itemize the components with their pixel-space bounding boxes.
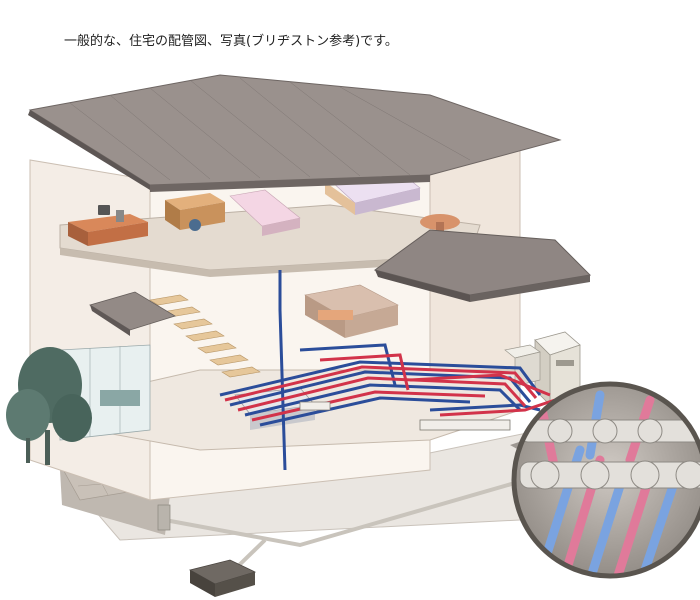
tree-icon (6, 347, 92, 465)
staircase (149, 294, 261, 378)
magnified-pipe-photo (511, 381, 700, 579)
upstairs-desk-left (68, 205, 148, 246)
cold-water-pipes (219, 270, 542, 471)
main-roof (28, 74, 562, 192)
living-sofa (304, 284, 399, 338)
drain-box-icon (188, 559, 257, 597)
pipe-manifold-icon (299, 401, 511, 431)
hot-water-pipes (224, 353, 556, 422)
upstairs-bed-small (229, 189, 301, 236)
caption: 一般的な、住宅の配管図、写真(ブリヂストン参考)です。 (64, 34, 398, 49)
meter-post-icon (157, 504, 171, 531)
upstairs-desk-middle (165, 193, 225, 231)
annex-roof (373, 229, 592, 302)
entrance-roof (89, 291, 176, 336)
water-tank-icon (504, 344, 541, 387)
upstairs-round-table (420, 214, 460, 236)
